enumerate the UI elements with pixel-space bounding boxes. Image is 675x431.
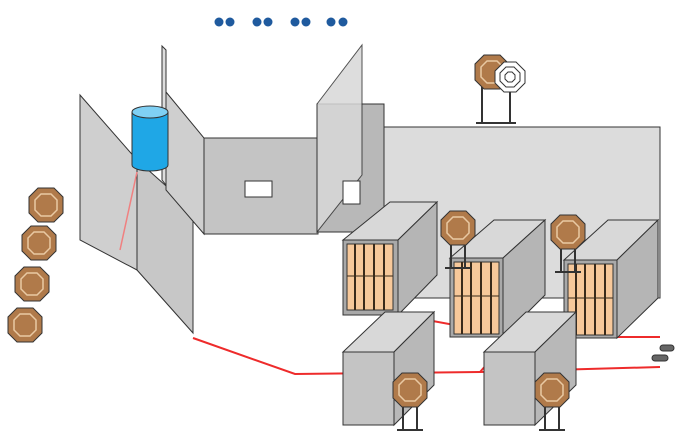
fault-line-markers xyxy=(651,344,675,362)
dot xyxy=(338,17,348,27)
left-wall-group xyxy=(79,44,205,335)
pallet-icon xyxy=(567,263,614,336)
window-port xyxy=(244,180,273,198)
pallet-icon xyxy=(346,243,394,311)
dot xyxy=(290,17,300,27)
dot xyxy=(263,17,273,27)
target-stand-top xyxy=(474,54,526,124)
center-wall xyxy=(203,137,319,235)
pallet-box-middle xyxy=(448,218,547,339)
paper-target-icon xyxy=(494,61,526,93)
steel-target-icon xyxy=(7,307,43,343)
steel-target-icon xyxy=(28,187,64,223)
front-box-left xyxy=(341,310,436,427)
dot xyxy=(214,17,224,27)
dot xyxy=(225,17,235,27)
dot xyxy=(326,17,336,27)
tower-structure xyxy=(316,43,385,234)
steel-target-icon xyxy=(21,225,57,261)
dot xyxy=(252,17,262,27)
pallet-icon xyxy=(453,261,500,335)
pallet-box-right xyxy=(562,218,660,340)
left-wall-panel xyxy=(79,93,138,271)
barrel-icon xyxy=(131,105,169,172)
steel-target-icon xyxy=(14,266,50,302)
window-port xyxy=(342,180,361,205)
steel-target-on-stand xyxy=(535,373,569,430)
dot-row xyxy=(214,17,348,27)
dot xyxy=(301,17,311,27)
